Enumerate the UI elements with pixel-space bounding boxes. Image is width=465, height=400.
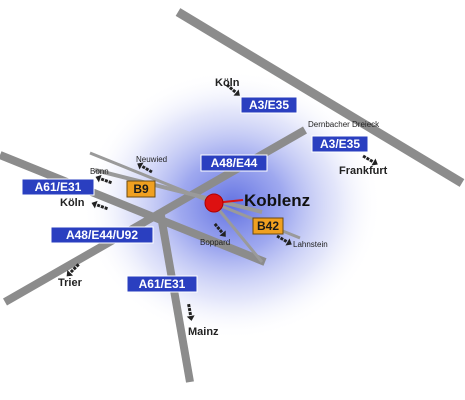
- svg-text:B42: B42: [257, 219, 279, 233]
- dashed-arrow-icon: [91, 200, 109, 211]
- label-dernbacher-dreieck: Dernbacher Dreieck: [308, 120, 380, 129]
- dashed-arrow-icon: [213, 222, 226, 237]
- koblenz-label: Koblenz: [244, 191, 310, 210]
- shield-a48-e44: A48/E44: [200, 154, 268, 172]
- road-a61-south: [156, 209, 194, 383]
- label-koeln-west: Köln: [60, 197, 85, 209]
- road-a61: [0, 151, 267, 266]
- shield-a48-e44-u92: A48/E44/U92: [50, 226, 154, 244]
- label-neuwied: Neuwied: [136, 155, 167, 164]
- shield-a3-e35-east: A3/E35: [311, 135, 369, 153]
- label-koeln-north: Köln: [215, 77, 240, 89]
- road-b9: [94, 168, 263, 214]
- svg-text:A3/E35: A3/E35: [249, 98, 289, 112]
- label-frankfurt: Frankfurt: [339, 165, 388, 177]
- dashed-arrow-icon: [225, 83, 240, 96]
- shield-b9: B9: [126, 180, 156, 198]
- shield-a61-e31-south: A61/E31: [126, 275, 198, 293]
- svg-text:A61/E31: A61/E31: [35, 180, 82, 194]
- dashed-arrow-icon: [276, 234, 292, 246]
- svg-text:A61/E31: A61/E31: [139, 277, 186, 291]
- svg-text:A3/E35: A3/E35: [320, 137, 360, 151]
- svg-text:A48/E44: A48/E44: [211, 156, 258, 170]
- dashed-arrow-icon: [186, 303, 195, 321]
- label-bonn: Bonn: [90, 167, 109, 176]
- koblenz-marker: [204, 193, 224, 213]
- roads: [0, 8, 465, 383]
- dashed-arrow-icon: [95, 174, 113, 185]
- direction-arrows: [66, 83, 378, 321]
- label-mainz: Mainz: [188, 326, 219, 338]
- road-a3: [175, 8, 465, 187]
- svg-text:B9: B9: [133, 182, 149, 196]
- road-boppard: [213, 204, 264, 263]
- label-boppard: Boppard: [200, 238, 230, 247]
- dashed-arrow-icon: [137, 162, 153, 174]
- label-trier: Trier: [58, 277, 83, 289]
- shield-b42: B42: [252, 217, 284, 235]
- dashed-arrow-icon: [362, 154, 378, 166]
- svg-text:A48/E44/U92: A48/E44/U92: [66, 228, 138, 242]
- shield-a61-e31-west: A61/E31: [21, 178, 95, 196]
- label-lahnstein: Lahnstein: [293, 240, 328, 249]
- shield-a3-e35-north: A3/E35: [240, 96, 298, 114]
